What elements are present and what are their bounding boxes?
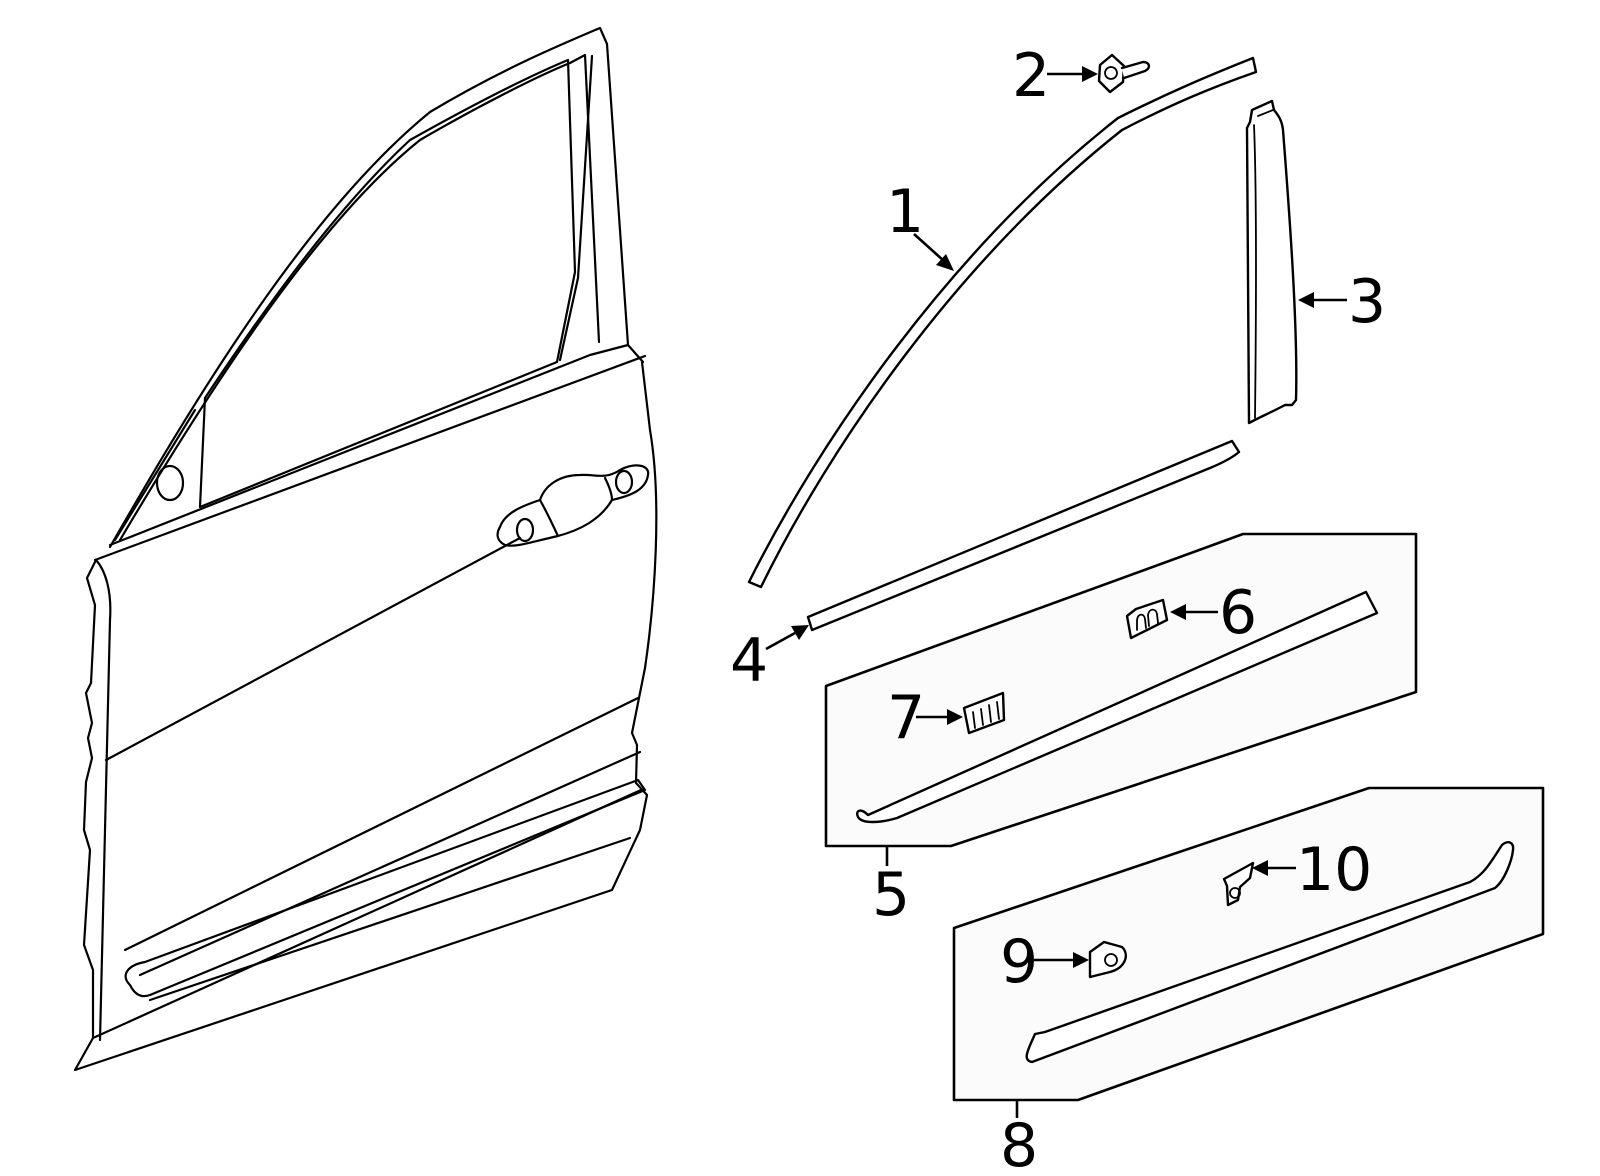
callout-9: 9 — [1000, 927, 1038, 997]
callout-4: 4 — [730, 626, 768, 696]
part-6-clip — [1125, 598, 1169, 640]
part-4-belt-moulding — [806, 439, 1241, 632]
callout-10: 10 — [1296, 835, 1372, 905]
part-5-door-moulding — [856, 590, 1379, 824]
callout-2: 2 — [1012, 41, 1050, 111]
front-door-shell — [73, 26, 658, 1072]
part-10-clip — [1222, 861, 1255, 907]
part-1-window-frame-moulding — [747, 56, 1258, 589]
part-7-clip — [962, 691, 1006, 735]
part-8-door-moulding — [1025, 841, 1515, 1064]
leader-lines — [765, 66, 1347, 1118]
part-9-clip — [1088, 940, 1127, 979]
callout-5: 5 — [872, 860, 910, 930]
callout-3: 3 — [1348, 267, 1386, 337]
part-2-screw — [1097, 53, 1151, 94]
callout-1: 1 — [886, 177, 924, 247]
callout-6: 6 — [1219, 578, 1257, 648]
callout-7: 7 — [887, 683, 925, 753]
callout-8: 8 — [1000, 1111, 1038, 1176]
part-3-pillar-garnish — [1245, 99, 1298, 425]
